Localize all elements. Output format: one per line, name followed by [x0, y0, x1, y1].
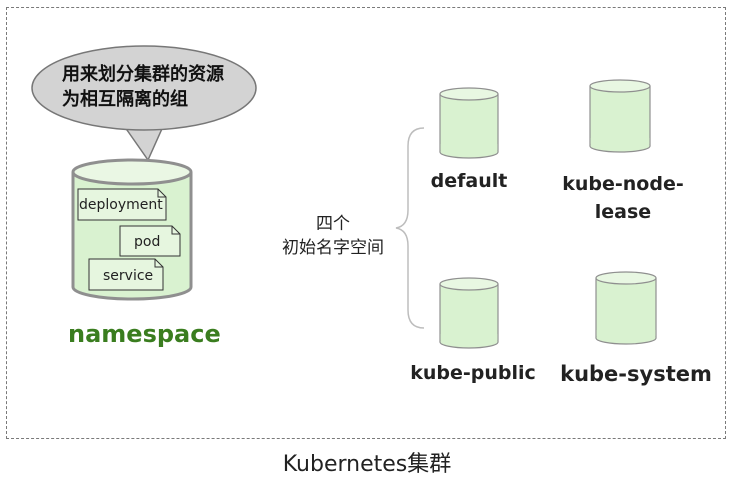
initial-namespaces-label: 四个 初始名字空间	[268, 212, 398, 260]
initial-label-line-1: 四个	[316, 214, 350, 234]
resource-label-deployment: deployment	[79, 197, 163, 213]
cluster-title: Kubernetes集群	[282, 452, 452, 477]
namespace-name-kube-public: kube-public	[410, 362, 536, 384]
bubble-line-1: 用来划分集群的资源	[62, 64, 224, 85]
resource-label-pod: pod	[134, 234, 161, 250]
cylinder-default	[439, 87, 499, 159]
resource-doc-pod	[119, 225, 181, 257]
resource-doc-deployment	[77, 188, 167, 221]
namespace-title: namespace	[68, 320, 221, 348]
namespace-name-kube-node-lease: kube-node- lease	[553, 170, 693, 226]
speech-bubble	[31, 45, 257, 162]
resource-doc-service	[88, 258, 164, 291]
cluster-boundary	[6, 7, 726, 439]
namespace-name-kube-system: kube-system	[560, 362, 712, 386]
cylinder-kube-system	[595, 271, 657, 345]
bubble-line-2: 为相互隔离的组	[62, 89, 188, 110]
namespace-name-default: default	[430, 170, 508, 192]
resource-label-service: service	[103, 268, 154, 284]
cylinder-kube-node-lease	[589, 79, 651, 153]
curly-brace	[395, 127, 425, 329]
initial-label-line-2: 初始名字空间	[282, 238, 384, 258]
kube-node-lease-line-2: lease	[594, 201, 652, 223]
bubble-text: 用来划分集群的资源 为相互隔离的组	[62, 62, 262, 112]
cylinder-kube-public	[439, 277, 499, 349]
kube-node-lease-line-1: kube-node-	[562, 173, 684, 195]
